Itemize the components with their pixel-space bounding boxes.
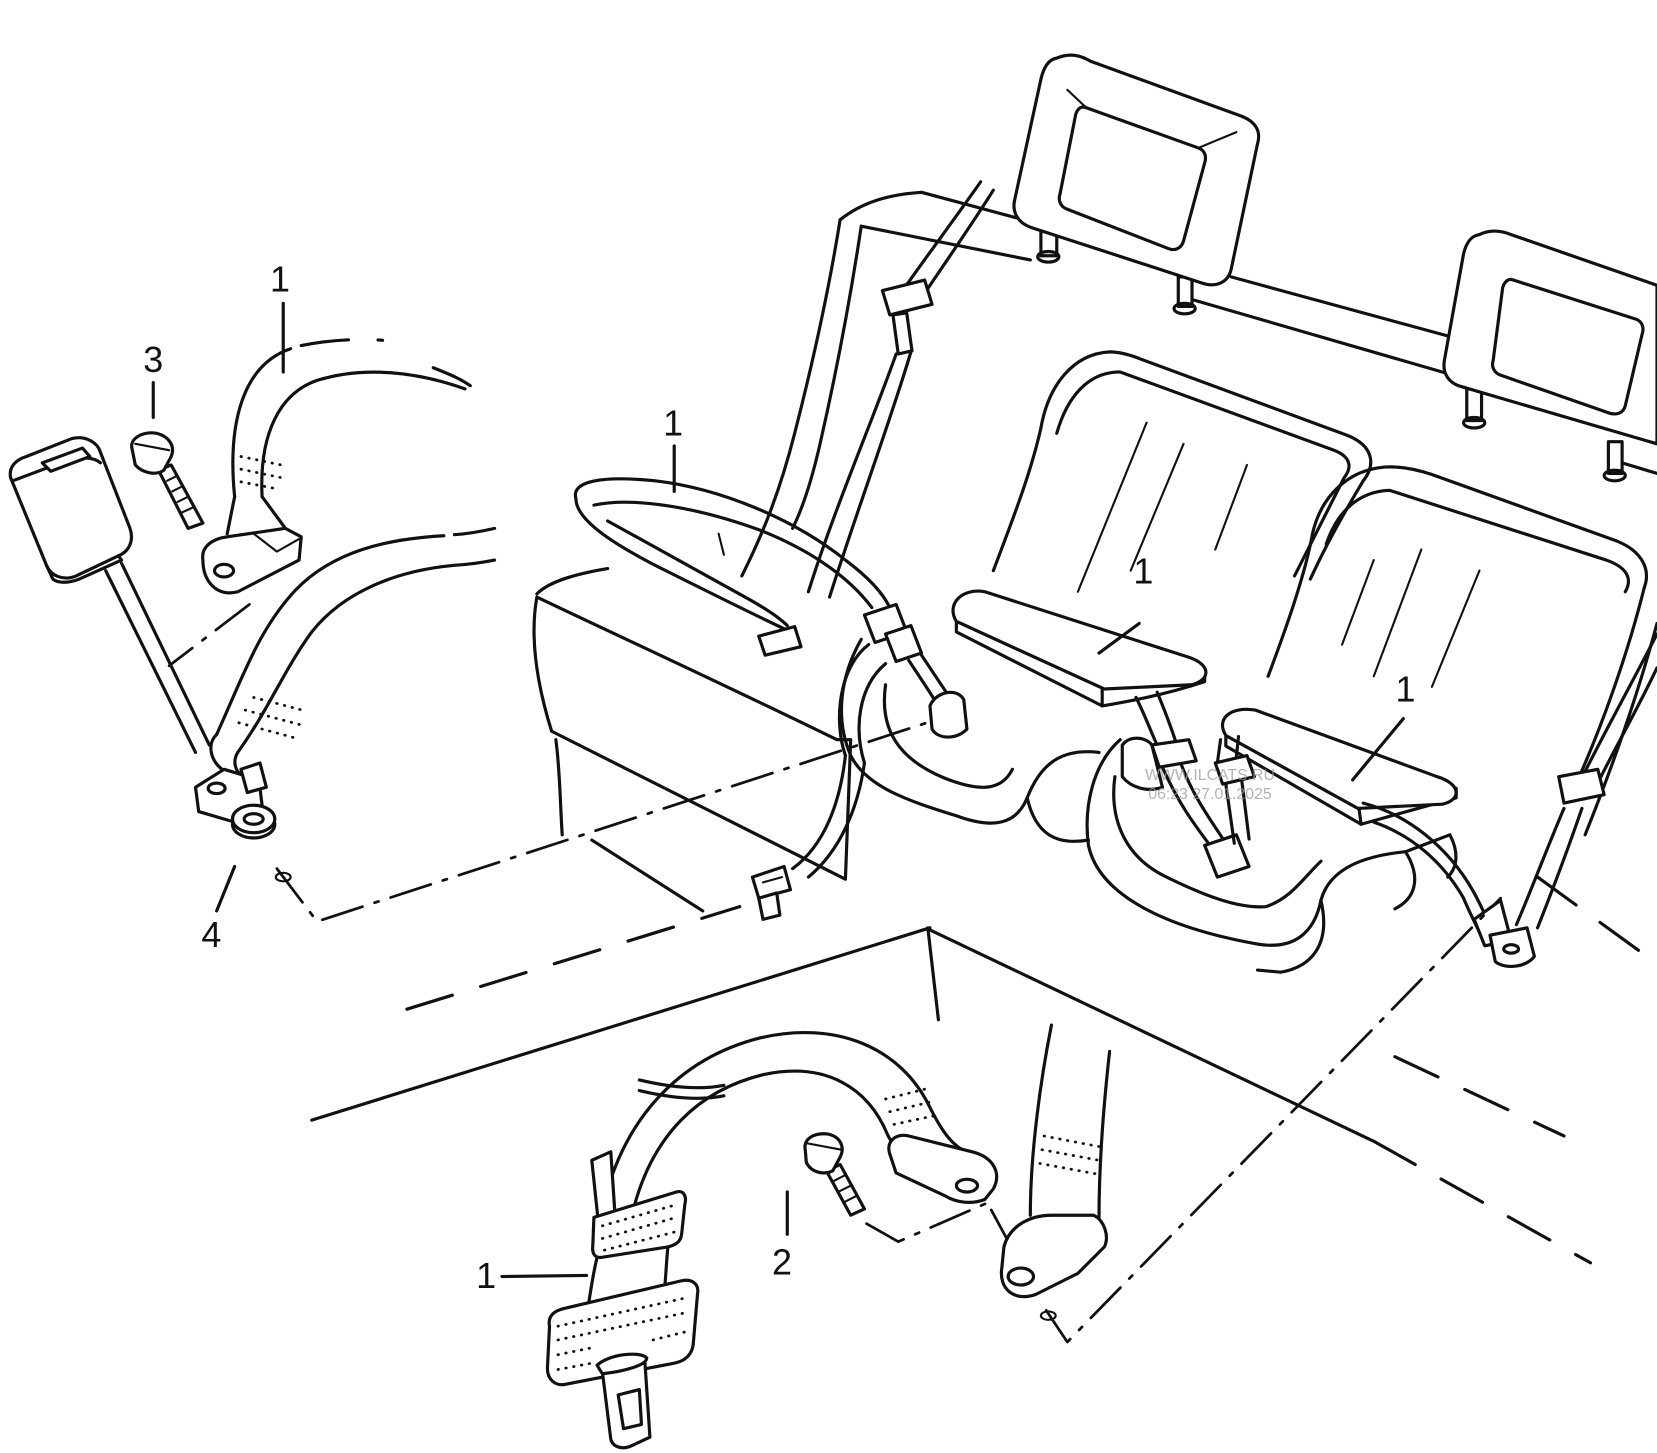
- anchor-plate: [201, 526, 303, 595]
- anchor-plate: [887, 1133, 999, 1204]
- seat-cushion: [532, 566, 1458, 974]
- bolt-head: [803, 1132, 844, 1175]
- anchor-plate: [1488, 926, 1536, 969]
- assembly-lines: [167, 603, 1502, 1344]
- backrest-pad-right: [1266, 465, 1649, 688]
- anchor-hole: [212, 562, 236, 579]
- callout-belt-upper-left: 1: [270, 259, 290, 300]
- belt-guide: [1557, 767, 1606, 805]
- shoulder-belt-right: [1361, 632, 1657, 969]
- belt-assembly-lower: [600, 1030, 999, 1212]
- watermark-timestamp: 06:23 27.01.2025: [1148, 786, 1272, 803]
- floor-anchor: [928, 690, 969, 739]
- floor-lines: [310, 838, 1657, 1265]
- center-buckles: [1120, 690, 1256, 879]
- shoulder-belt-left: [806, 180, 995, 599]
- bolt-upper: [130, 431, 205, 530]
- watermark: WWW.ILCATS.RU 06:23 27.01.2025: [1145, 767, 1275, 803]
- bolt-lower: [803, 1132, 867, 1217]
- headrest-center: [1012, 53, 1261, 316]
- watermark-site: WWW.ILCATS.RU: [1145, 767, 1275, 784]
- belt-center-seat: [951, 589, 1208, 708]
- callout-belt-right: 1: [1395, 669, 1415, 710]
- callout-leaders: [151, 301, 1405, 1279]
- seat-backrest: [740, 190, 1657, 837]
- bolt-head: [130, 431, 175, 475]
- buckle-tongue: [1203, 833, 1251, 879]
- belt-retractor-left: [750, 602, 969, 921]
- callout-bolt-upper: 3: [143, 339, 163, 380]
- callout-belt-center: 1: [1133, 550, 1153, 591]
- belt-right-seat: [1220, 707, 1458, 826]
- anchor-plate: [999, 1213, 1108, 1299]
- buckle-b: [1213, 753, 1256, 786]
- callout-labels: 1 3 1 1 1 4 2 1: [143, 259, 1415, 1296]
- belt-assembly-left: [201, 337, 497, 754]
- belt-end-clip: [757, 625, 803, 657]
- belt-tongue: [750, 864, 793, 900]
- belt-anchor-lower-right: [999, 1023, 1112, 1299]
- buckle-a: [1150, 738, 1198, 769]
- backrest-pad-left: [991, 350, 1373, 593]
- callout-bolt-lower: 2: [772, 1241, 792, 1282]
- callout-washer: 4: [201, 914, 221, 955]
- buckle-lower: [545, 1150, 700, 1450]
- callout-buckle-lower: 1: [476, 1255, 496, 1296]
- belt-guide: [880, 278, 934, 317]
- washer: [230, 803, 277, 840]
- headrest-right: [1442, 229, 1657, 483]
- callout-lap-belt-left: 1: [663, 402, 683, 443]
- buckle-upper-left: [8, 436, 211, 754]
- lap-belt-left: [573, 477, 892, 657]
- buckle-body: [545, 1278, 700, 1387]
